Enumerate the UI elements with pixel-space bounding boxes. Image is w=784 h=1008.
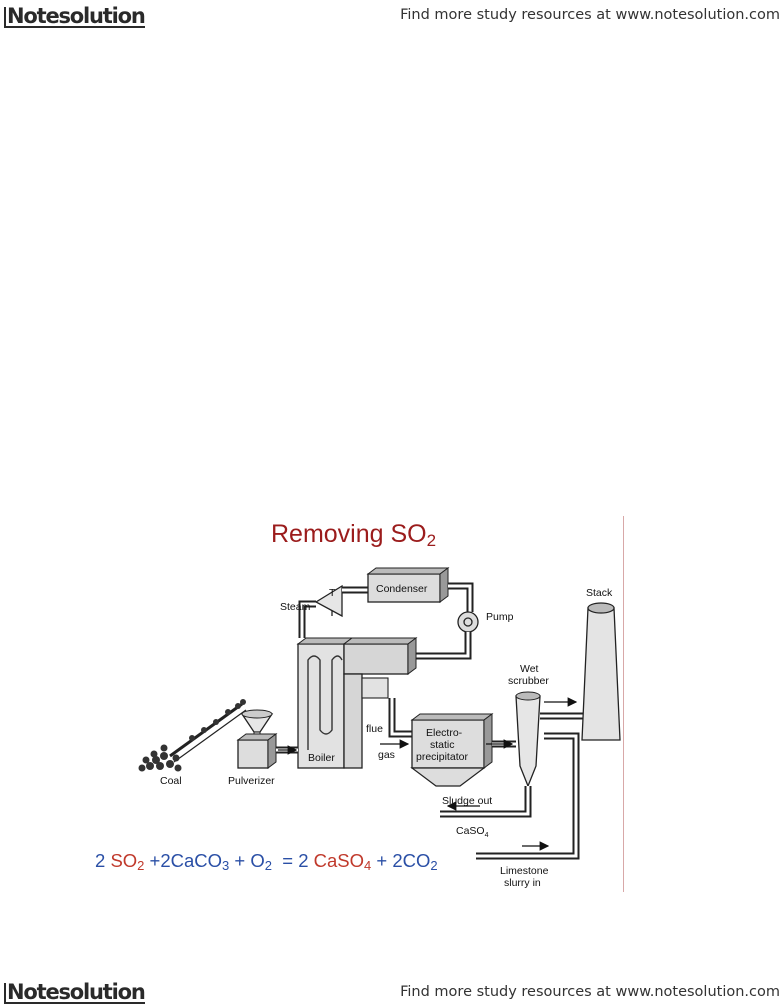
title-text: Removing SO bbox=[271, 520, 427, 548]
scrubber-label-2: scrubber bbox=[508, 675, 549, 687]
coal-pile bbox=[138, 699, 246, 772]
condenser-box bbox=[367, 573, 441, 603]
limestone-label-2: slurry in bbox=[504, 877, 541, 889]
scrubber-label-1: Wet bbox=[520, 663, 539, 675]
precip-label-2: static bbox=[430, 739, 455, 751]
notesolution-logo-footer: Notesolution bbox=[4, 980, 146, 1004]
flue-label: flue bbox=[366, 723, 383, 735]
notesolution-logo: Notesolution bbox=[4, 4, 146, 28]
caso4-label: CaSO4 bbox=[456, 825, 489, 839]
so2-removal-diagram: Steam T Condenser Pump Boiler flue gas E… bbox=[138, 567, 621, 889]
condenser-label: Condenser bbox=[376, 583, 428, 595]
boiler-box bbox=[297, 643, 345, 769]
logo-text: Notesolution bbox=[4, 6, 146, 28]
footer-resources-text: Find more study resources at www.notesol… bbox=[400, 984, 780, 1000]
slide-title: Removing SO2 bbox=[271, 520, 436, 551]
pulverizer-box bbox=[237, 739, 269, 769]
steam-label: Steam bbox=[280, 601, 311, 613]
boiler-coil bbox=[307, 655, 343, 750]
turbine-label: T bbox=[329, 587, 336, 599]
coal-label: Coal bbox=[160, 775, 182, 787]
chemical-equation: 2 SO2 +2CaCO3 + O2 = 2 CaSO4 + 2CO2 bbox=[95, 850, 438, 873]
sludge-label: Sludge out bbox=[442, 795, 492, 807]
flue-duct bbox=[343, 673, 363, 769]
boiler-label: Boiler bbox=[308, 752, 335, 764]
logo-text-footer: Notesolution bbox=[4, 982, 146, 1004]
pump-label: Pump bbox=[486, 611, 514, 623]
wet-scrubber bbox=[515, 695, 541, 788]
stack-label: Stack bbox=[586, 587, 613, 599]
stack bbox=[581, 607, 621, 741]
gas-label: gas bbox=[378, 749, 395, 761]
precipitator-box bbox=[411, 719, 485, 769]
precip-label-1: Electro- bbox=[426, 727, 463, 739]
turbine-icon bbox=[314, 584, 343, 618]
header-resources-text: Find more study resources at www.notesol… bbox=[400, 7, 780, 23]
boiler-duct bbox=[343, 643, 409, 675]
pump-icon bbox=[457, 611, 479, 633]
precip-label-3: precipitator bbox=[416, 751, 468, 763]
title-subscript: 2 bbox=[426, 531, 437, 550]
pulverizer-label: Pulverizer bbox=[228, 775, 275, 787]
slide-border-line bbox=[623, 516, 624, 892]
limestone-label-1: Limestone bbox=[500, 865, 549, 877]
